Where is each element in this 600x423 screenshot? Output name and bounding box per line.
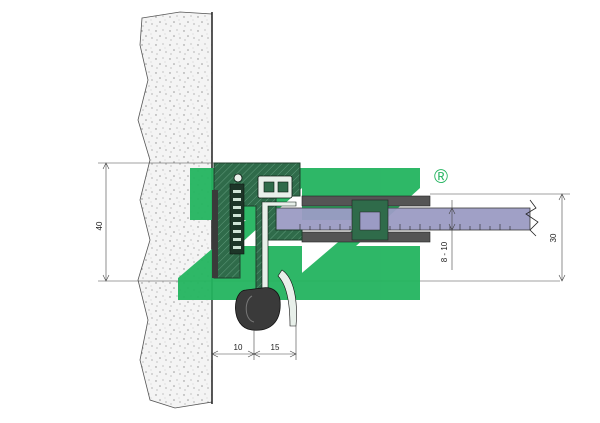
wall-contact-strip	[212, 190, 218, 278]
glazing-bead-core-2	[277, 181, 289, 193]
glazing-bead	[257, 175, 293, 199]
frame-slot-teeth	[233, 190, 241, 249]
screw-hole	[233, 173, 243, 183]
bulb-seal-highlight	[245, 295, 255, 323]
dimension-glass-thickness-label: 8 - 10	[440, 241, 449, 262]
dimension-30: 30	[549, 193, 566, 282]
frame-inner-slot	[229, 183, 245, 255]
dimension-10-label: 10	[234, 343, 243, 352]
dimension-40: 40	[95, 162, 110, 282]
dimension-40-label: 40	[95, 221, 104, 230]
glass-ticks	[299, 224, 511, 230]
seal-lip	[277, 269, 297, 327]
dimension-horizontal: 10 15	[211, 300, 297, 360]
frame-profile	[213, 162, 303, 293]
dimension-15-label: 15	[271, 343, 280, 352]
dimension-30-label: 30	[549, 233, 558, 242]
dimension-glass-thickness: 8 - 10	[430, 200, 460, 270]
glass-break-line	[525, 199, 539, 237]
clamp-block-inner	[359, 211, 381, 231]
bulb-seal	[235, 287, 281, 331]
glazing-bead-core	[263, 181, 275, 193]
glass-pane	[271, 207, 531, 231]
registered-mark: ®	[434, 167, 448, 188]
